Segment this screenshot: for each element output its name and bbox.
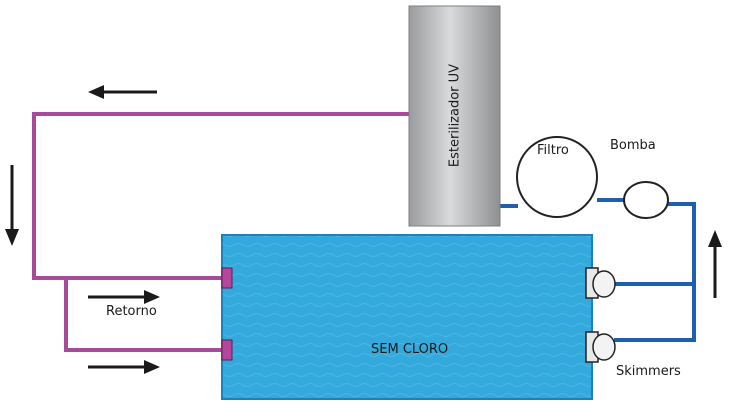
uv-sterilizer <box>408 5 501 227</box>
skimmer-top <box>585 267 616 299</box>
pool-water-texture <box>223 236 591 398</box>
pump-label: Bomba <box>610 138 656 153</box>
filter-label: Filtro <box>537 143 569 158</box>
arrow-up-icon <box>708 230 722 298</box>
suction-pipe <box>500 198 696 342</box>
pool <box>221 234 593 400</box>
return-inlet-top <box>221 267 233 289</box>
arrow-right-icon <box>88 360 160 374</box>
arrow-right-icon <box>88 290 160 304</box>
return-pipe-branch <box>64 278 224 352</box>
skimmer-bottom-mouth <box>592 333 616 361</box>
uv-sterilizer-label: Esterilizador UV <box>447 63 463 168</box>
pump <box>623 181 669 219</box>
return-pipe-main <box>32 112 410 280</box>
pump-to-skimmers-pipe <box>614 202 696 342</box>
skimmers-label: Skimmers <box>616 364 681 379</box>
return-label: Retorno <box>106 304 157 319</box>
return-inlet-bottom <box>221 339 233 361</box>
return-pipe <box>32 112 410 352</box>
filter-tank <box>516 136 598 218</box>
skimmer-bottom <box>585 331 616 363</box>
skimmer-top-mouth <box>592 270 616 298</box>
arrow-left-icon <box>88 85 157 99</box>
arrow-down-icon <box>5 165 19 246</box>
pool-label: SEM CLORO <box>371 342 449 357</box>
